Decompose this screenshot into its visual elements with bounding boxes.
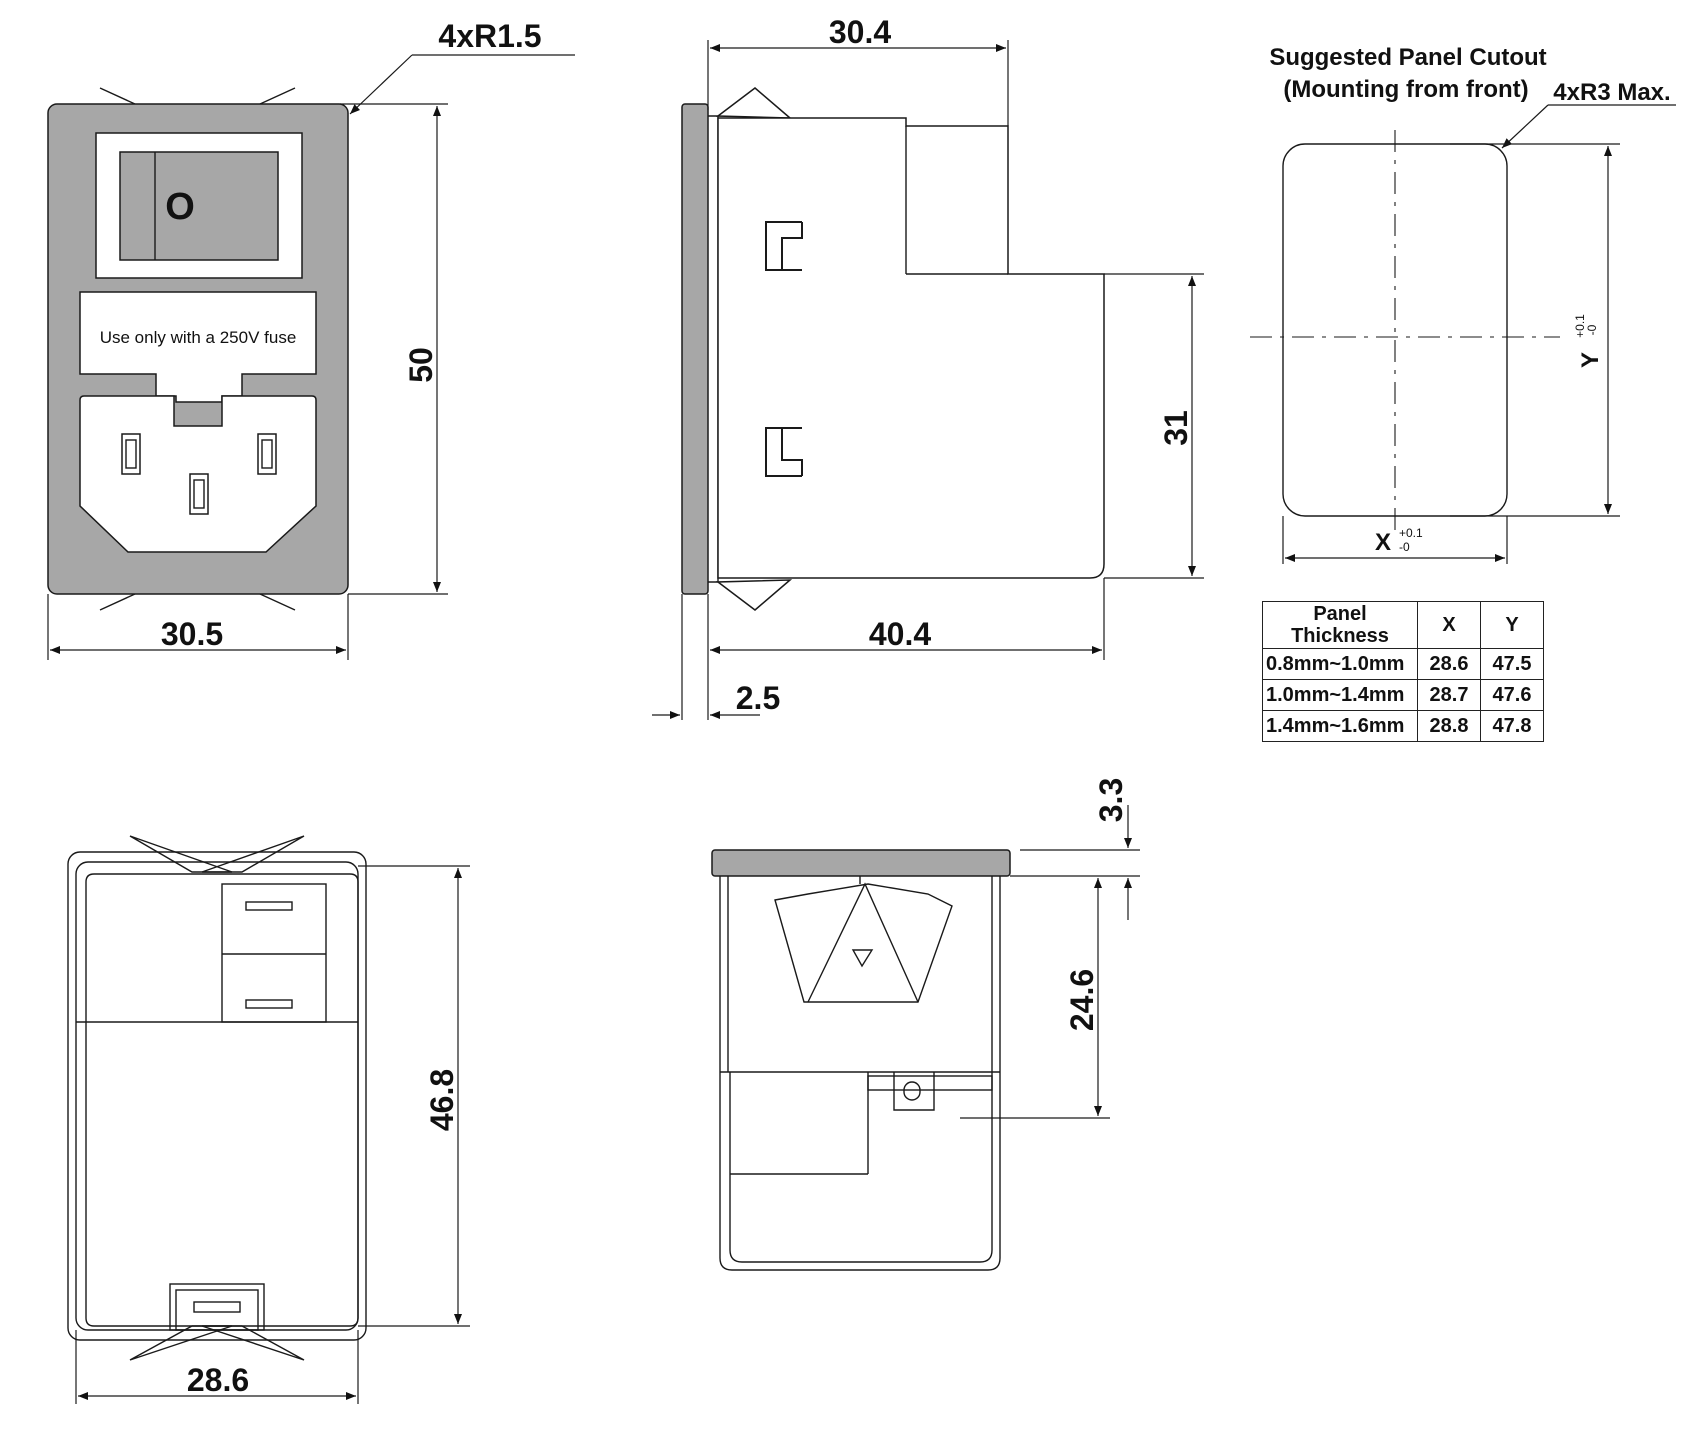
table-cell: 47.8	[1480, 710, 1544, 742]
snap-clip	[99, 593, 136, 611]
table-cell: 47.6	[1480, 679, 1544, 711]
cutout-subtitle: (Mounting from front)	[1283, 76, 1528, 103]
switch-terminal	[245, 999, 293, 1009]
table-row: 1.4mm~1.6mm 28.8 47.8	[1262, 710, 1544, 742]
side-body	[717, 117, 1105, 579]
fuse-warning-label: Use only with a 250V fuse	[100, 328, 297, 347]
front-view: O Use only with a 250V fuse 50 30.5 4xR1…	[47, 18, 575, 660]
rear-width-dim: 28.6	[187, 1362, 249, 1398]
inlet-terminal	[193, 1301, 241, 1313]
rear-view: 46.8 28.6	[67, 835, 470, 1404]
side-bottom-dim: 40.4	[869, 616, 931, 652]
rear-height-dim: 46.8	[424, 1069, 460, 1131]
rocker-indicator-icon	[851, 949, 874, 968]
side-top-dim: 30.4	[829, 14, 891, 50]
rocker-switch	[119, 151, 279, 261]
table-header-y: Y	[1480, 601, 1544, 649]
table-cell: 28.6	[1417, 648, 1481, 680]
snap-clip	[99, 87, 136, 105]
table-header-x: X	[1417, 601, 1481, 649]
switch-terminal-block	[221, 883, 327, 1023]
table-cell: 28.7	[1417, 679, 1481, 711]
side-rocker-top	[715, 87, 793, 119]
table-cell: 0.8mm~1.0mm	[1262, 648, 1418, 680]
side-flange-dim: 2.5	[736, 680, 780, 716]
cutout-y-tol-plus: +0.1	[1573, 314, 1587, 338]
bottom-flange	[711, 849, 1011, 877]
latch	[893, 1072, 935, 1111]
table-cell: 1.0mm~1.4mm	[1262, 679, 1418, 711]
cutout-x-tol-plus: +0.1	[1399, 526, 1423, 540]
snap-clip	[259, 87, 296, 105]
table-cell: 28.8	[1417, 710, 1481, 742]
bottom-height-dim: 24.6	[1064, 969, 1100, 1031]
cutout-y-label: Y	[1577, 352, 1604, 368]
bottom-body	[719, 876, 1001, 1271]
cutout-x-label: X	[1375, 529, 1391, 556]
side-right-dim: 31	[1158, 410, 1194, 446]
front-radius-label: 4xR1.5	[438, 18, 541, 54]
inlet-terminal-housing	[169, 1283, 265, 1331]
table-row: 1.0mm~1.4mm 28.7 47.6	[1262, 679, 1544, 711]
panel-cutout: Suggested Panel Cutout (Mounting from fr…	[1250, 44, 1676, 564]
cutout-x-tol-minus: -0	[1399, 540, 1410, 554]
cutout-title: Suggested Panel Cutout	[1269, 44, 1546, 71]
bottom-view: 3.3 24.6	[711, 778, 1140, 1271]
rear-body	[85, 873, 359, 1327]
rear-outer-frame	[67, 851, 367, 1341]
front-height-dim: 50	[403, 347, 439, 383]
side-flange	[681, 103, 709, 595]
bottom-rocker	[774, 883, 953, 1003]
table-header-row: Panel Thickness X Y	[1262, 601, 1544, 649]
table-header-thickness: Panel Thickness	[1262, 601, 1418, 649]
switch-terminal	[245, 901, 293, 911]
front-width-dim: 30.5	[161, 616, 223, 652]
cutout-y-tol-minus: -0	[1585, 324, 1599, 335]
side-rocker-bottom	[715, 579, 793, 611]
table-cell: 1.4mm~1.6mm	[1262, 710, 1418, 742]
cutout-radius-label: 4xR3 Max.	[1553, 79, 1670, 106]
table-cell: 47.5	[1480, 648, 1544, 680]
table-row: 0.8mm~1.0mm 28.6 47.5	[1262, 648, 1544, 680]
switch-off-symbol: O	[165, 186, 195, 228]
side-view: 30.4 31 40.4 2.5	[652, 14, 1204, 720]
rear-snap-clip-top-right	[201, 835, 305, 873]
bottom-top-dim: 3.3	[1093, 778, 1129, 822]
rear-snap-clip-bottom-right	[201, 1325, 305, 1361]
snap-clip	[259, 593, 296, 611]
panel-thickness-table: Panel Thickness X Y 0.8mm~1.0mm 28.6 47.…	[1262, 601, 1544, 742]
